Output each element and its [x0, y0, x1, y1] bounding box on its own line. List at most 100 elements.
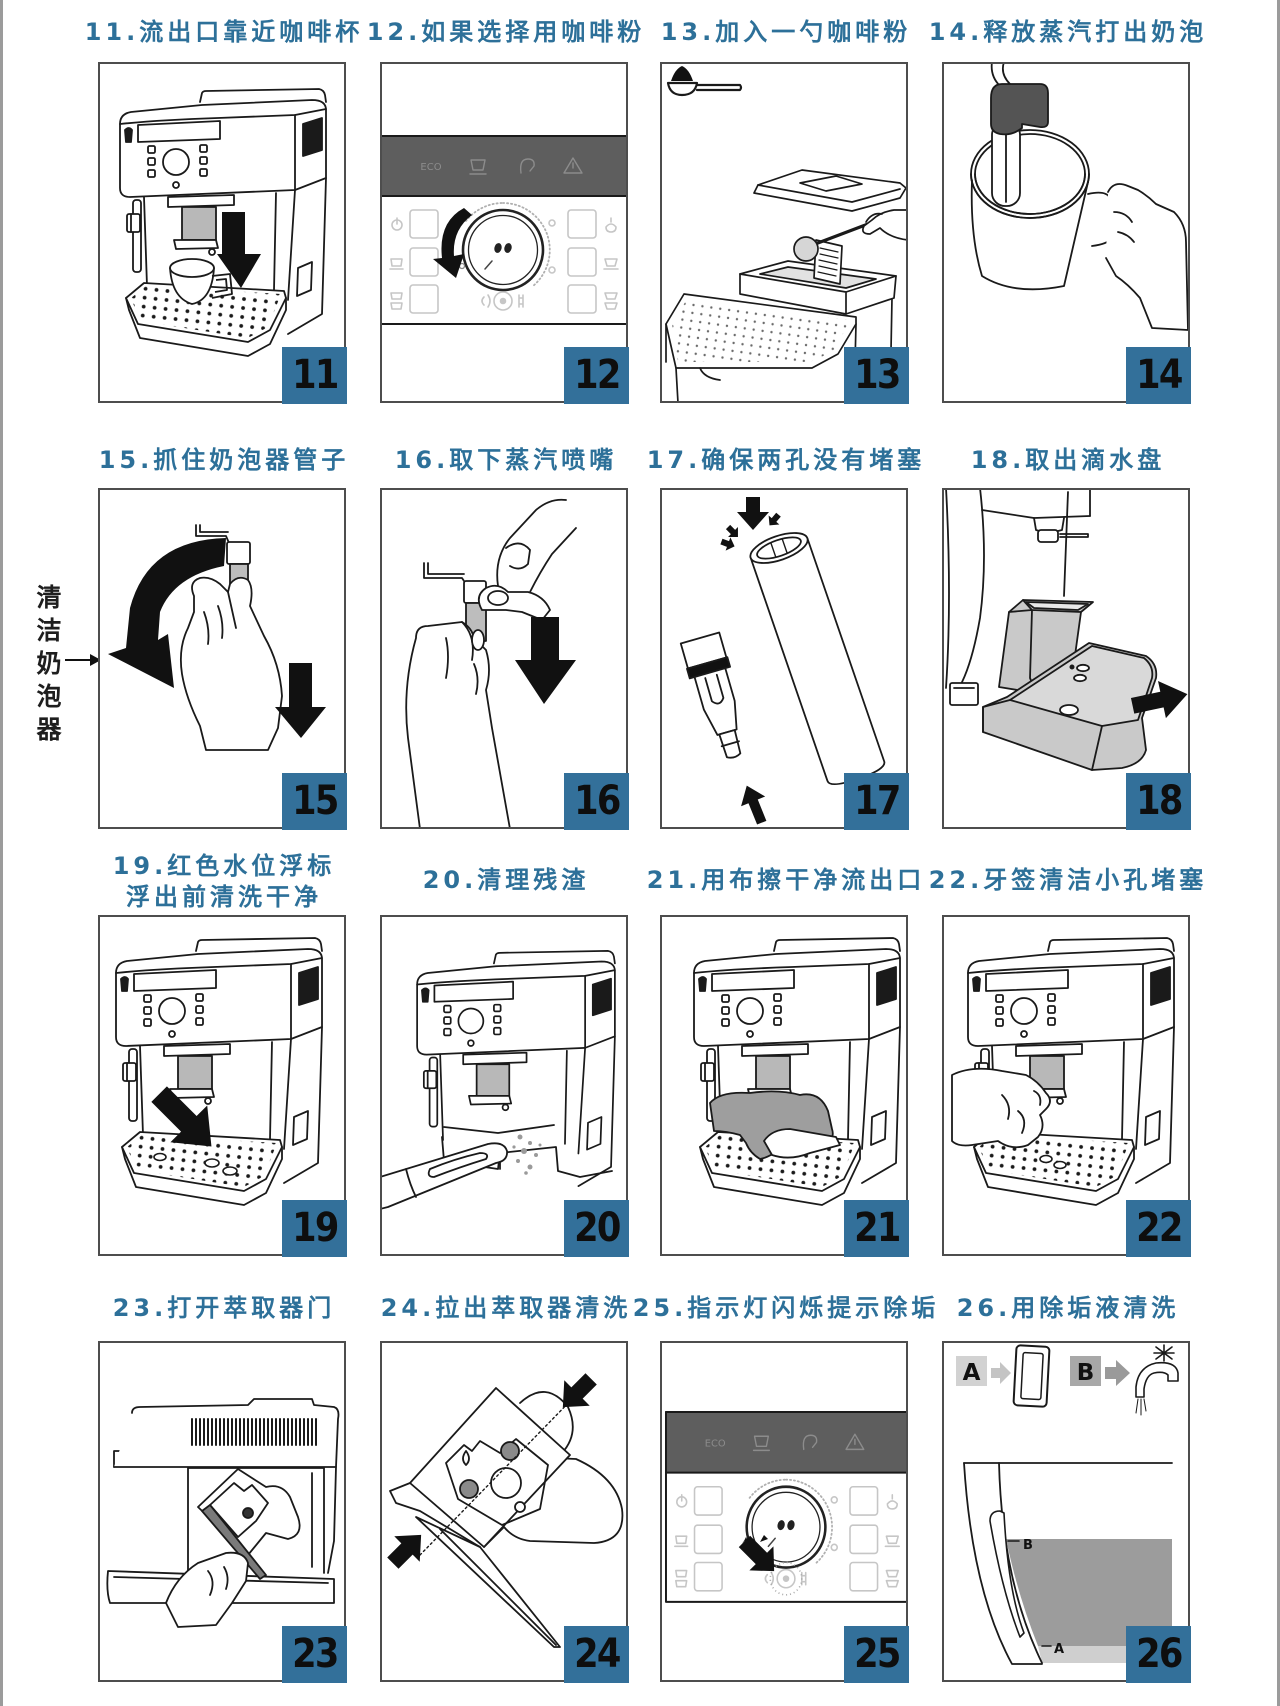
title-text: 15.抓住奶泡器管子 — [98, 446, 350, 474]
step-title-15: 15.抓住奶泡器管子 — [52, 445, 392, 475]
right-arrow-icon — [1130, 680, 1188, 719]
title-text: 11.流出口靠近咖啡杯 — [84, 18, 364, 46]
step-panel-22: 22 — [942, 915, 1191, 1257]
up-arrow-icon — [741, 785, 767, 825]
step-panel-21: 21 — [660, 915, 909, 1257]
badge-number: 19 — [291, 1205, 339, 1251]
title-text: 22.牙签清洁小孔堵塞 — [928, 866, 1208, 894]
left-border — [0, 0, 3, 1706]
title-line-2: 浮出前清洗干净 — [126, 883, 322, 911]
step-title-25: 25.指示灯闪烁提示除垢 — [614, 1293, 954, 1323]
hand — [165, 1551, 249, 1628]
step-title-21: 21.用布擦干净流出口 — [614, 865, 954, 895]
illustration-remove-drip-tray — [945, 488, 1188, 771]
step-title-14: 14.释放蒸汽打出奶泡 — [896, 17, 1236, 47]
title-text: 17.确保两孔没有堵塞 — [646, 446, 926, 474]
side-label-char: 器 — [36, 715, 62, 744]
hand — [951, 1067, 1051, 1149]
step-panel-12: ECO 12 — [380, 62, 629, 404]
title-text: 18.取出滴水盘 — [970, 446, 1166, 474]
level-label-b: B — [1023, 1538, 1033, 1553]
inward-arrows-icon — [720, 497, 781, 551]
badge-number: 13 — [853, 352, 901, 398]
step-badge-18: 18 — [1126, 773, 1191, 830]
machine-top-open-lid — [739, 169, 907, 403]
pointer-arrow-icon — [738, 1535, 775, 1572]
step-badge-19: 19 — [282, 1200, 347, 1257]
drip-tray — [665, 293, 857, 403]
badge-number: 25 — [853, 1631, 901, 1677]
illustration-pull-out-brew-unit — [387, 1373, 624, 1648]
step-badge-16: 16 — [564, 773, 629, 830]
step-title-17: 17.确保两孔没有堵塞 — [614, 445, 954, 475]
step-panel-16: 16 — [380, 488, 629, 830]
control-panel: ECO — [380, 134, 628, 326]
step-badge-25: 25 — [844, 1626, 909, 1683]
level-label-a: A — [1054, 1642, 1064, 1657]
faucet-icon — [1135, 1344, 1179, 1416]
step-badge-17: 17 — [844, 773, 909, 830]
control-panel-graphic — [664, 1410, 908, 1604]
badge-number: 12 — [573, 352, 621, 398]
step-title-12: 12.如果选择用咖啡粉 — [334, 17, 674, 47]
hand — [179, 576, 283, 751]
coffee-machine-head — [119, 88, 327, 198]
coffee-scoop-icon — [666, 66, 743, 97]
curved-arrow-icon — [108, 538, 226, 688]
side-label-char: 清 — [36, 583, 62, 612]
step-panel-19: 19 — [98, 915, 347, 1257]
illustration-clean-residue — [380, 950, 616, 1210]
eco-label: ECO — [420, 162, 441, 173]
step-title-26: 26.用除垢液清洗 — [896, 1293, 1236, 1323]
step-panel-24: 24 — [380, 1341, 629, 1683]
right-arrow-head-icon — [90, 654, 101, 666]
illustration-steam-milk-froth — [970, 62, 1189, 331]
badge-number: 23 — [291, 1631, 339, 1677]
hand-with-spoon — [793, 209, 908, 262]
coffee-machine — [115, 937, 323, 1206]
right-arrow-icon — [65, 659, 91, 661]
machine-side — [945, 488, 1091, 706]
illustration-descaler-fill-levels: A B — [956, 1344, 1179, 1665]
title-text: 13.加入一勺咖啡粉 — [660, 18, 912, 46]
step-badge-26: 26 — [1126, 1626, 1191, 1683]
step-title-22: 22.牙签清洁小孔堵塞 — [896, 865, 1236, 895]
hand — [763, 1128, 841, 1159]
illustration-toothpick-clean-holes — [951, 937, 1175, 1206]
badge-number: 21 — [853, 1205, 901, 1251]
right-border — [1277, 0, 1280, 1706]
title-text: 24.拉出萃取器清洗 — [380, 1294, 632, 1322]
step-badge-13: 13 — [844, 347, 909, 404]
side-label-char: 洁 — [36, 616, 62, 645]
side-label-char: 泡 — [36, 682, 62, 711]
brew-unit — [197, 1468, 301, 1580]
press-arrow-icon — [562, 1373, 597, 1408]
title-text: 12.如果选择用咖啡粉 — [366, 18, 646, 46]
control-panel: ECO — [664, 1410, 908, 1604]
side-label-clean-milk-frother: 清 洁 奶 泡 器 — [33, 581, 65, 746]
illustration-grip-frother-tube — [108, 524, 326, 751]
coffee-cup-icon — [169, 258, 233, 305]
icon-b-tap-water: B — [1070, 1344, 1179, 1416]
step-title-13: 13.加入一勺咖啡粉 — [614, 17, 954, 47]
rotate-arrow-icon — [433, 208, 472, 278]
step-badge-14: 14 — [1126, 347, 1191, 404]
label-b: B — [1077, 1360, 1095, 1386]
step-title-24: 24.拉出萃取器清洗 — [334, 1293, 674, 1323]
side-label-char: 奶 — [36, 649, 62, 678]
lower-hand — [405, 621, 511, 829]
step-title-20: 20.清理残渣 — [334, 865, 674, 895]
title-line-1: 19.红色水位浮标 — [112, 852, 336, 880]
title-text: 20.清理残渣 — [422, 866, 590, 894]
illustration-check-holes-unblocked — [679, 497, 886, 825]
badge-number: 20 — [573, 1205, 621, 1251]
illustration-descale-indicator: ECO — [664, 1410, 908, 1604]
illustration-open-brew-unit-door — [106, 1398, 340, 1628]
title-text: 16.取下蒸汽喷嘴 — [394, 446, 618, 474]
brew-unit — [389, 1387, 624, 1648]
title-text: 14.释放蒸汽打出奶泡 — [928, 18, 1208, 46]
illustration-wipe-spout-with-cloth — [693, 937, 901, 1206]
badge-number: 18 — [1135, 778, 1183, 824]
step-panel-20: 20 — [380, 915, 629, 1257]
